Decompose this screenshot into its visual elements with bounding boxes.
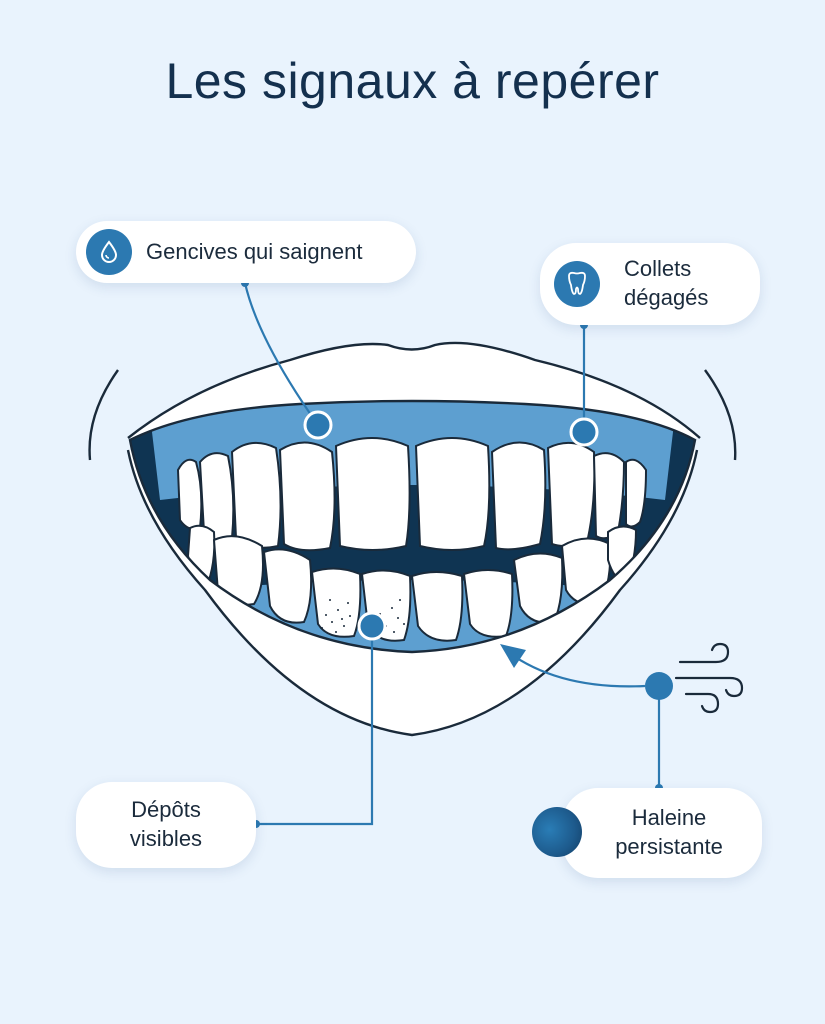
upper-tooth [546, 441, 596, 547]
upper-tooth [625, 458, 648, 528]
marker-dots [303, 410, 599, 641]
marker-haleine [645, 672, 673, 700]
callout-gencives: Gencives qui saignent [76, 221, 416, 283]
lower-tooth [410, 571, 464, 642]
marker-collets [569, 417, 599, 447]
marker-gencives [303, 410, 333, 440]
upper-tooth [230, 441, 282, 549]
callout-depots-line1: Dépôts [131, 797, 201, 823]
lower-tooth [462, 569, 514, 638]
callout-collets-line2: dégagés [624, 285, 709, 310]
upper-tooth [490, 441, 547, 551]
upper-tooth [592, 452, 626, 540]
connector-gencives [243, 282, 319, 426]
breath-arrow [507, 651, 646, 688]
callout-collets: Collets dégagés [540, 243, 760, 325]
upper-tooth [414, 437, 491, 551]
callout-gencives-label: Gencives qui saignent [146, 238, 363, 264]
marker-depots [357, 611, 387, 641]
right-cheek-line [704, 369, 737, 461]
drop-icon [86, 229, 132, 275]
arrow-head [500, 644, 526, 668]
connector-depots [256, 626, 374, 826]
callout-depots-line2: visibles [129, 826, 203, 851]
left-cheek-line [88, 369, 119, 461]
upper-tooth [278, 441, 336, 552]
upper-tooth [334, 437, 411, 551]
callout-collets-line1: Collets [624, 256, 692, 282]
mouth-opening [128, 399, 697, 654]
callout-haleine-line2: persistante [615, 834, 723, 859]
lower-tooth [512, 552, 564, 624]
lower-tooth [310, 567, 362, 638]
callout-haleine: Haleine persistante [562, 788, 762, 878]
haleine-badge-icon [532, 807, 582, 857]
tooth-icon [554, 261, 600, 307]
page-title: Les signaux à repérer [165, 53, 660, 109]
callout-haleine-line1: Haleine [631, 805, 707, 831]
lower-tooth [262, 548, 313, 624]
upper-tooth [176, 458, 203, 530]
callout-depots: Dépôts visibles [76, 782, 256, 868]
wind-icon [674, 642, 744, 714]
